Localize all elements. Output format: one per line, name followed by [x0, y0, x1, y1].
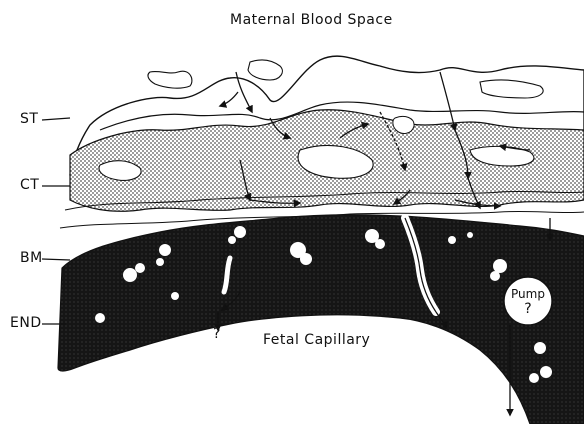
- st-label: ST: [20, 111, 38, 127]
- pump-question-mark: ?: [504, 301, 552, 317]
- bm-label: BM: [20, 250, 43, 266]
- end-label: END: [10, 315, 42, 331]
- maternal-blood-space-label: Maternal Blood Space: [230, 12, 393, 28]
- unknown-mark: ?: [213, 326, 221, 342]
- endothelium-layer: [58, 215, 584, 424]
- fetal-capillary-label: Fetal Capillary: [263, 332, 370, 348]
- ct-label: CT: [20, 177, 39, 193]
- cytotrophoblast-layer: [70, 110, 584, 212]
- pump-label: Pump: [504, 287, 552, 301]
